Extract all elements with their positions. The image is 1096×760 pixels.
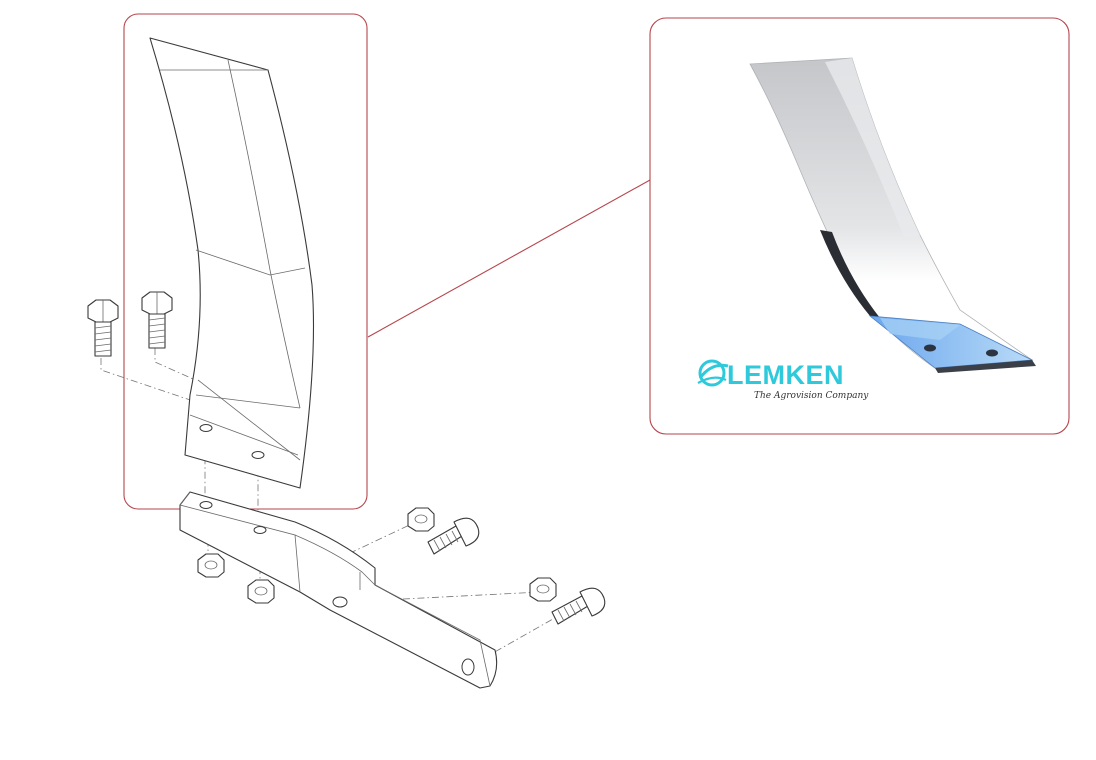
tip-hole-right	[986, 349, 998, 357]
nut-lower-left	[197, 553, 225, 578]
nut-lower	[529, 577, 557, 602]
carriage-bolt-upper	[427, 517, 480, 555]
nut-lower-right	[247, 579, 275, 604]
hex-bolt-right	[141, 291, 173, 349]
rendered-shin-blade	[749, 57, 1036, 373]
tip-hole-left	[924, 344, 936, 352]
lemken-logo: LEMKEN The Agrovision Company	[697, 359, 869, 401]
shin-blade-drawing	[149, 37, 315, 489]
brand-tagline: The Agrovision Company	[754, 391, 869, 401]
hex-bolt-left	[87, 299, 119, 357]
callout-connector	[367, 179, 651, 338]
brand-name: LEMKEN	[727, 360, 844, 390]
lemken-swirl-icon	[697, 359, 729, 387]
carriage-bolt-lower	[551, 587, 606, 625]
nut-upper	[407, 507, 435, 532]
right-detail-frame	[649, 17, 1070, 435]
mounting-bracket-drawing	[179, 491, 498, 689]
alignment-lines	[100, 348, 561, 667]
